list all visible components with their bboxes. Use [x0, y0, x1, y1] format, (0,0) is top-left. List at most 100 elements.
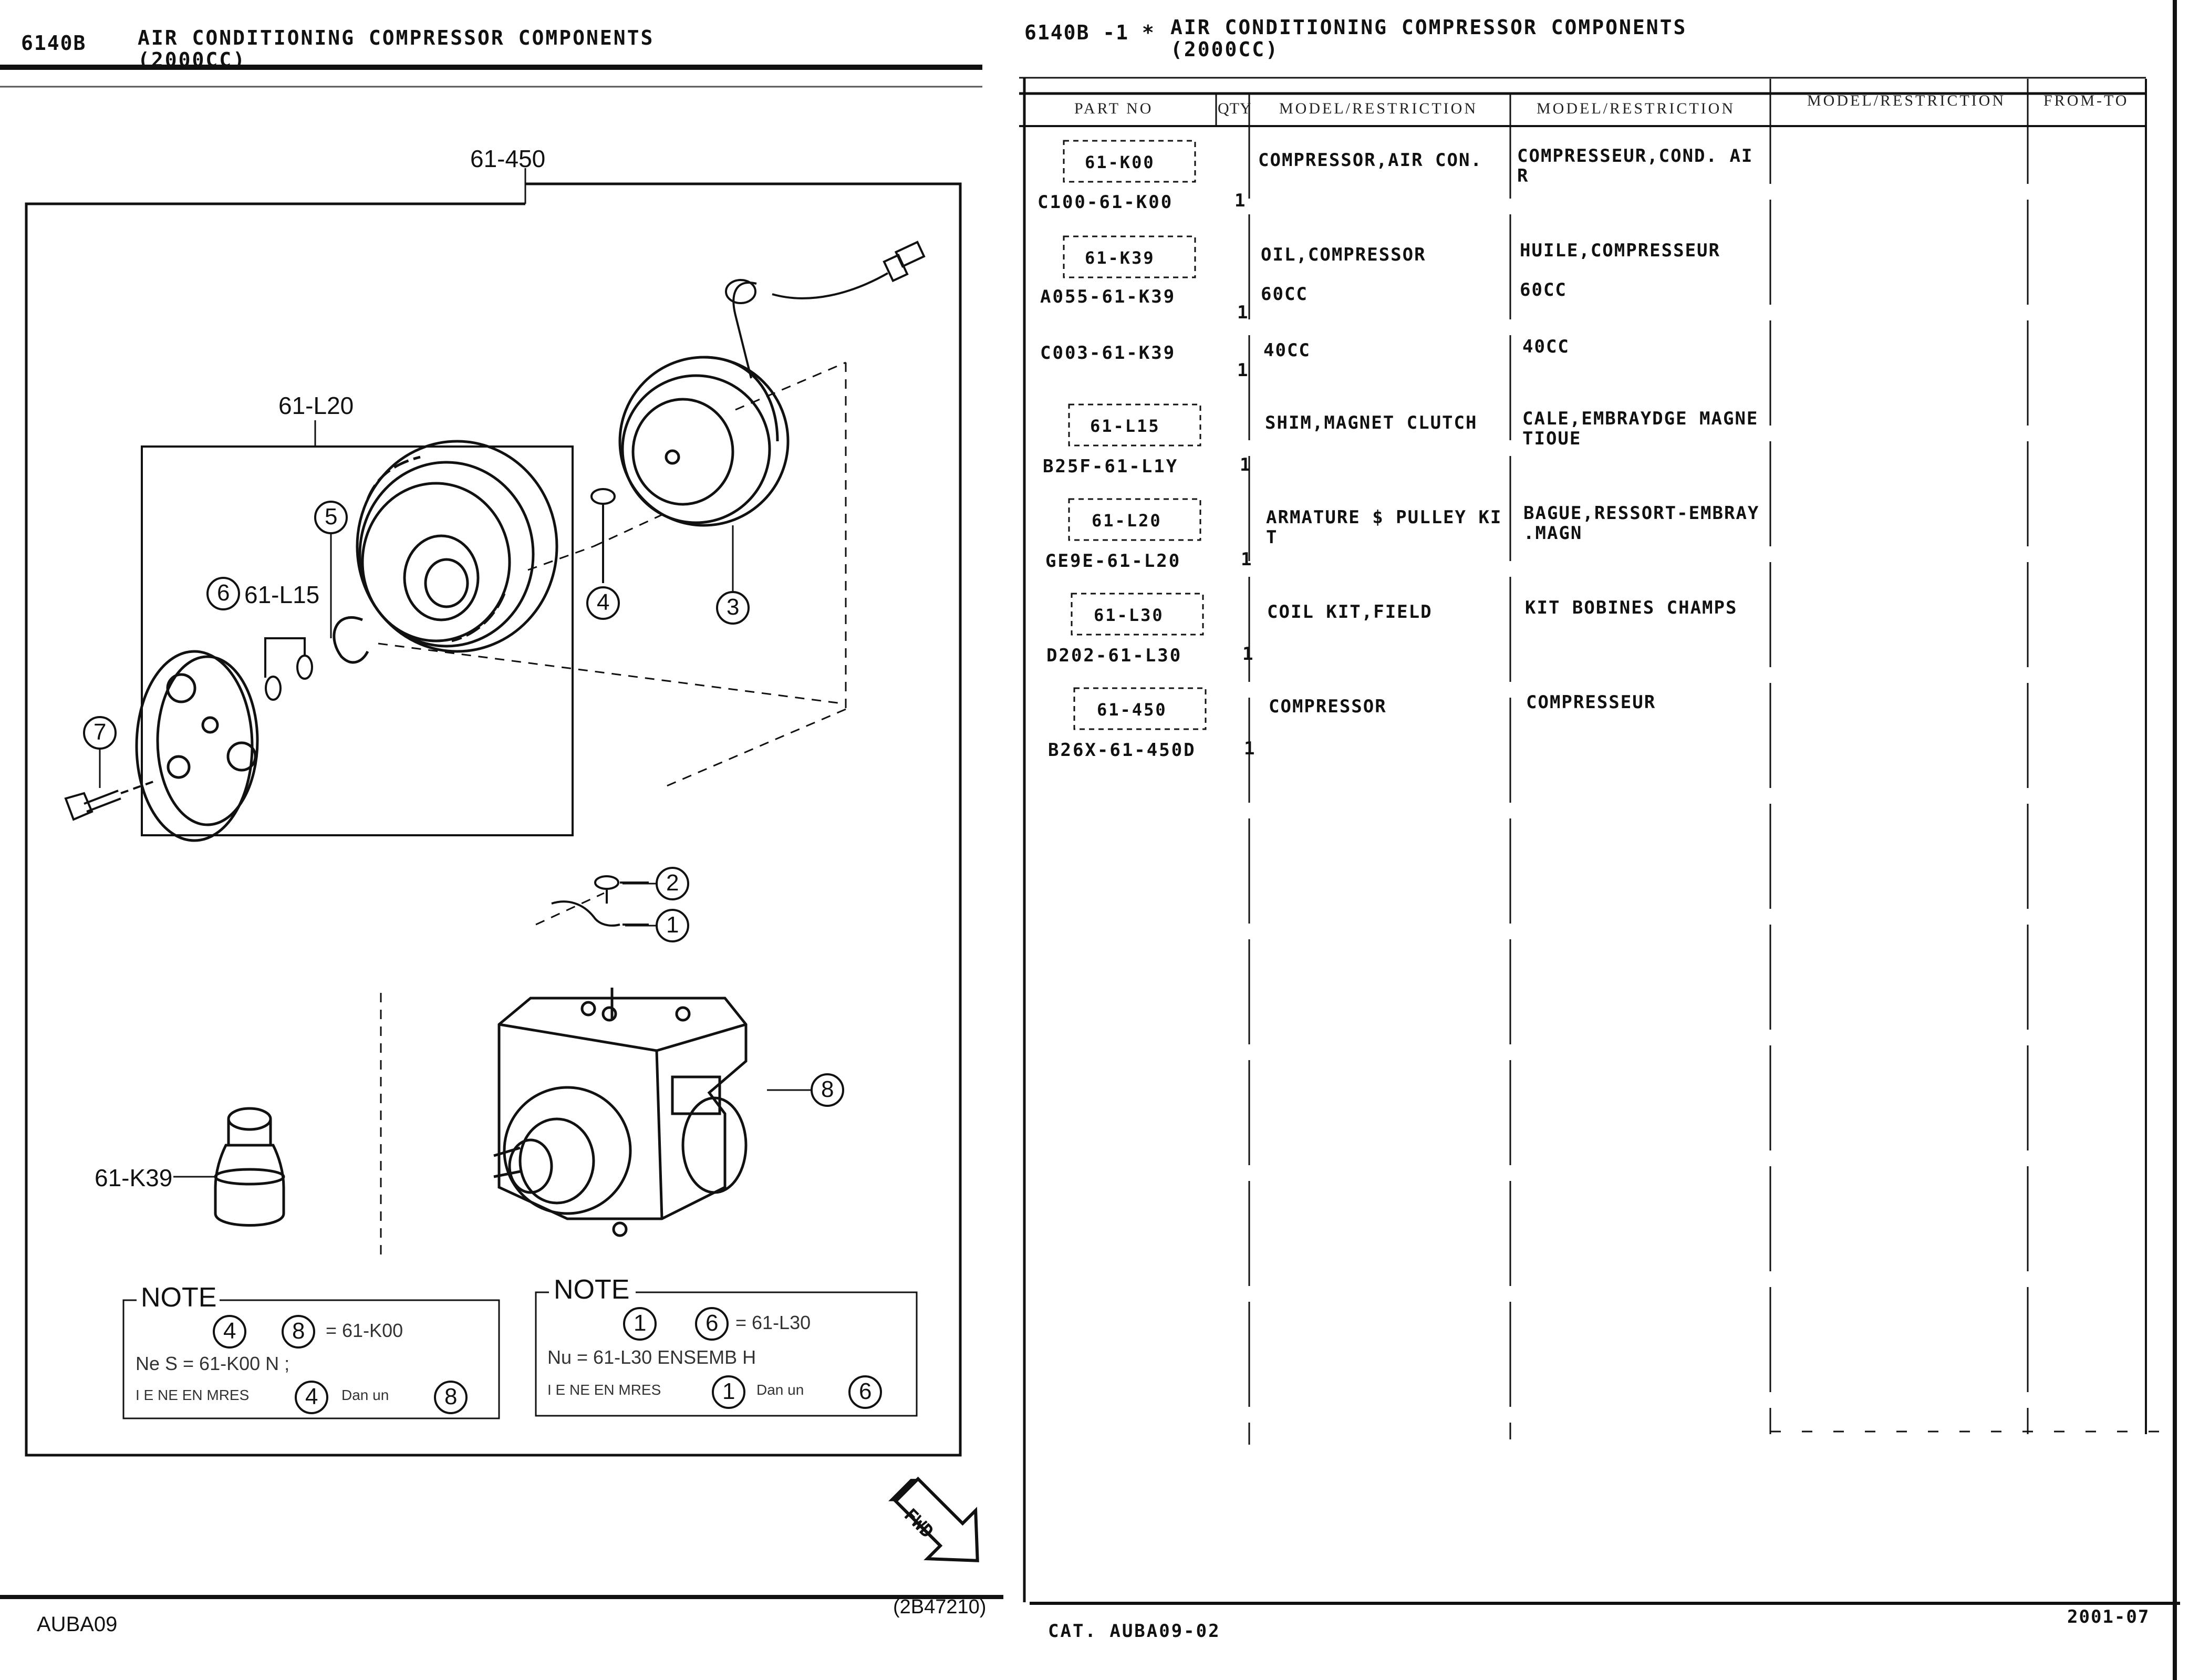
- group-code: 61-K39: [1085, 248, 1155, 268]
- small-bolt: [590, 488, 616, 583]
- note-line: I E NE EN MRES: [547, 1382, 661, 1398]
- part-qty: 1: [1241, 549, 1252, 570]
- callout-61-450: 61-450: [470, 145, 546, 172]
- right-section-code: 6140B -1 *: [1024, 21, 1155, 44]
- col-header-model-1: MODEL/RESTRICTION: [1279, 100, 1478, 117]
- note-title: NOTE: [138, 1282, 220, 1313]
- note-line: Ne S = 61-K00 N ;: [136, 1353, 290, 1374]
- left-page-subtitle: (2000CC): [138, 48, 247, 71]
- callout-number: 6: [217, 580, 230, 606]
- part-description-en: 60CC: [1261, 284, 1308, 305]
- callout-61-l20: 61-L20: [278, 392, 354, 419]
- right-footer-catalog: CAT. AUBA09-02: [1048, 1621, 1221, 1642]
- callout-number: 5: [325, 504, 338, 530]
- part-description-fr-cont: R: [1517, 165, 1529, 186]
- left-footer-catalog: AUBA09: [37, 1613, 118, 1636]
- part-qty: 1: [1237, 302, 1248, 323]
- valve-parts: [551, 875, 649, 927]
- part-description-fr: KIT BOBINES CHAMPS: [1525, 597, 1738, 618]
- part-description-en: COIL KIT,FIELD: [1267, 602, 1433, 623]
- left-page-title: AIR CONDITIONING COMPRESSOR COMPONENTS: [138, 26, 655, 49]
- callout-number: 1: [666, 912, 679, 938]
- part-qty: 1: [1234, 190, 1246, 211]
- note-circles: [213, 1307, 882, 1414]
- col-header-from-to: FROM-TO: [2043, 92, 2129, 109]
- group-code: 61-L15: [1090, 416, 1160, 436]
- group-code: 61-L30: [1094, 605, 1164, 625]
- part-description-fr: COMPRESSEUR,COND. AI: [1517, 146, 1754, 167]
- parts-table-lines: [1019, 0, 2180, 1680]
- part-description-en: COMPRESSOR: [1269, 696, 1387, 717]
- part-number: A055-61-K39: [1040, 286, 1176, 307]
- part-description-fr: COMPRESSEUR: [1526, 692, 1656, 713]
- oil-bottle: [173, 1107, 285, 1227]
- armature-plate: [135, 650, 259, 842]
- right-footer-date: 2001-07: [2067, 1606, 2150, 1627]
- callout-number: 7: [94, 719, 107, 745]
- part-description-en: COMPRESSOR,AIR CON.: [1258, 150, 1482, 171]
- callout-number: 4: [597, 589, 610, 615]
- note-circle-number: 8: [444, 1384, 458, 1409]
- snap-ring: [333, 616, 369, 664]
- note-box-right: [535, 1291, 918, 1417]
- col-header-part-no: PART NO: [1074, 100, 1154, 117]
- right-page-subtitle: (2000CC): [1170, 38, 1280, 61]
- shims: [264, 637, 313, 701]
- part-description-en: ARMATURE $ PULLEY KI: [1266, 507, 1502, 528]
- part-number: B26X-61-450D: [1048, 740, 1196, 761]
- group-code: 61-450: [1097, 700, 1167, 720]
- coil-connector: [725, 241, 926, 379]
- pulley: [356, 440, 558, 653]
- part-description-en-cont: T: [1266, 527, 1278, 548]
- callout-number: 3: [727, 594, 740, 620]
- callout-61-l15: 61-L15: [244, 581, 320, 608]
- part-number: D202-61-L30: [1046, 645, 1182, 666]
- note-line: I E NE EN MRES: [136, 1387, 250, 1403]
- kit-box-61-l20: [141, 445, 574, 836]
- part-number: C003-61-K39: [1040, 343, 1176, 364]
- note-circle-number: 4: [223, 1318, 236, 1344]
- note-circle-number: 1: [722, 1378, 735, 1404]
- field-coil: [618, 356, 790, 527]
- note-line: Dan un: [341, 1387, 389, 1403]
- right-page-title: AIR CONDITIONING COMPRESSOR COMPONENTS: [1170, 16, 1687, 39]
- part-number: C100-61-K00: [1038, 192, 1174, 213]
- part-description-en: 40CC: [1263, 340, 1311, 361]
- col-header-qty: QTY: [1218, 100, 1252, 117]
- group-boxes: [1063, 140, 1207, 730]
- part-qty: 1: [1244, 738, 1255, 759]
- note-circle-number: 8: [292, 1318, 305, 1344]
- group-code: 61-L20: [1092, 511, 1162, 531]
- left-section-code: 6140B: [21, 32, 87, 55]
- callout-number: 2: [666, 870, 679, 896]
- note-line: Dan un: [756, 1382, 804, 1398]
- note-circle-number: 4: [305, 1384, 318, 1409]
- assembly-dashes: [378, 361, 847, 1261]
- compressor-body: [493, 988, 748, 1237]
- part-description-fr: CALE,EMBRAYDGE MAGNE: [1522, 408, 1759, 429]
- note-line: = 61-K00: [326, 1320, 403, 1341]
- group-code: 61-K00: [1085, 152, 1155, 172]
- callout-leaders: [99, 525, 812, 1091]
- part-qty: 1: [1242, 644, 1253, 665]
- part-description-fr-cont: TIOUE: [1522, 428, 1582, 449]
- part-number: B25F-61-L1Y: [1043, 456, 1179, 477]
- callout-circles: [83, 501, 844, 1107]
- bolt: [64, 779, 158, 821]
- note-circle-number: 6: [859, 1378, 872, 1404]
- part-qty: 1: [1240, 454, 1251, 475]
- part-description-fr: 60CC: [1520, 279, 1567, 300]
- note-circle-number: 6: [706, 1310, 719, 1336]
- diagram-frame: [25, 182, 962, 1457]
- callout-61-k39: 61-K39: [95, 1164, 173, 1191]
- note-box-left: [122, 1299, 500, 1419]
- left-footer-ref: (2B47210): [893, 1596, 987, 1618]
- fwd-arrow-icon: [888, 1476, 979, 1562]
- note-line: Nu = 61-L30 ENSEMB H: [547, 1346, 756, 1368]
- part-description-en: SHIM,MAGNET CLUTCH: [1265, 412, 1478, 433]
- part-number: GE9E-61-L20: [1045, 551, 1181, 572]
- note-circle-number: 1: [634, 1310, 647, 1336]
- note-line: = 61-L30: [735, 1312, 811, 1333]
- callout-number: 8: [821, 1076, 834, 1102]
